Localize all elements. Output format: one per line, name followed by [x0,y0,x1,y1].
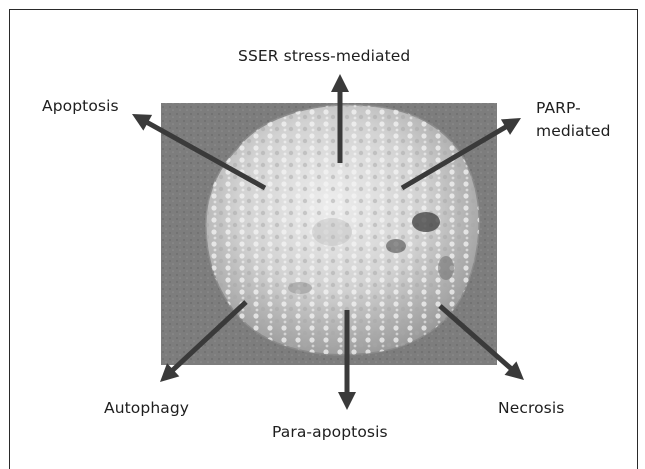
label-parp-line2: mediated [536,121,611,141]
label-autophagy: Autophagy [104,398,189,418]
label-necrosis: Necrosis [498,398,564,418]
label-apoptosis: Apoptosis [42,96,119,116]
label-parp-line1: PARP- [536,98,581,118]
label-para-apoptosis: Para-apoptosis [272,422,388,442]
arrow-to-para-apoptosis-head [338,392,356,410]
cell-micrograph [161,103,497,365]
arrow-to-sser-head [331,74,349,92]
label-sser-stress-mediated: SSER stress-mediated [238,46,410,66]
